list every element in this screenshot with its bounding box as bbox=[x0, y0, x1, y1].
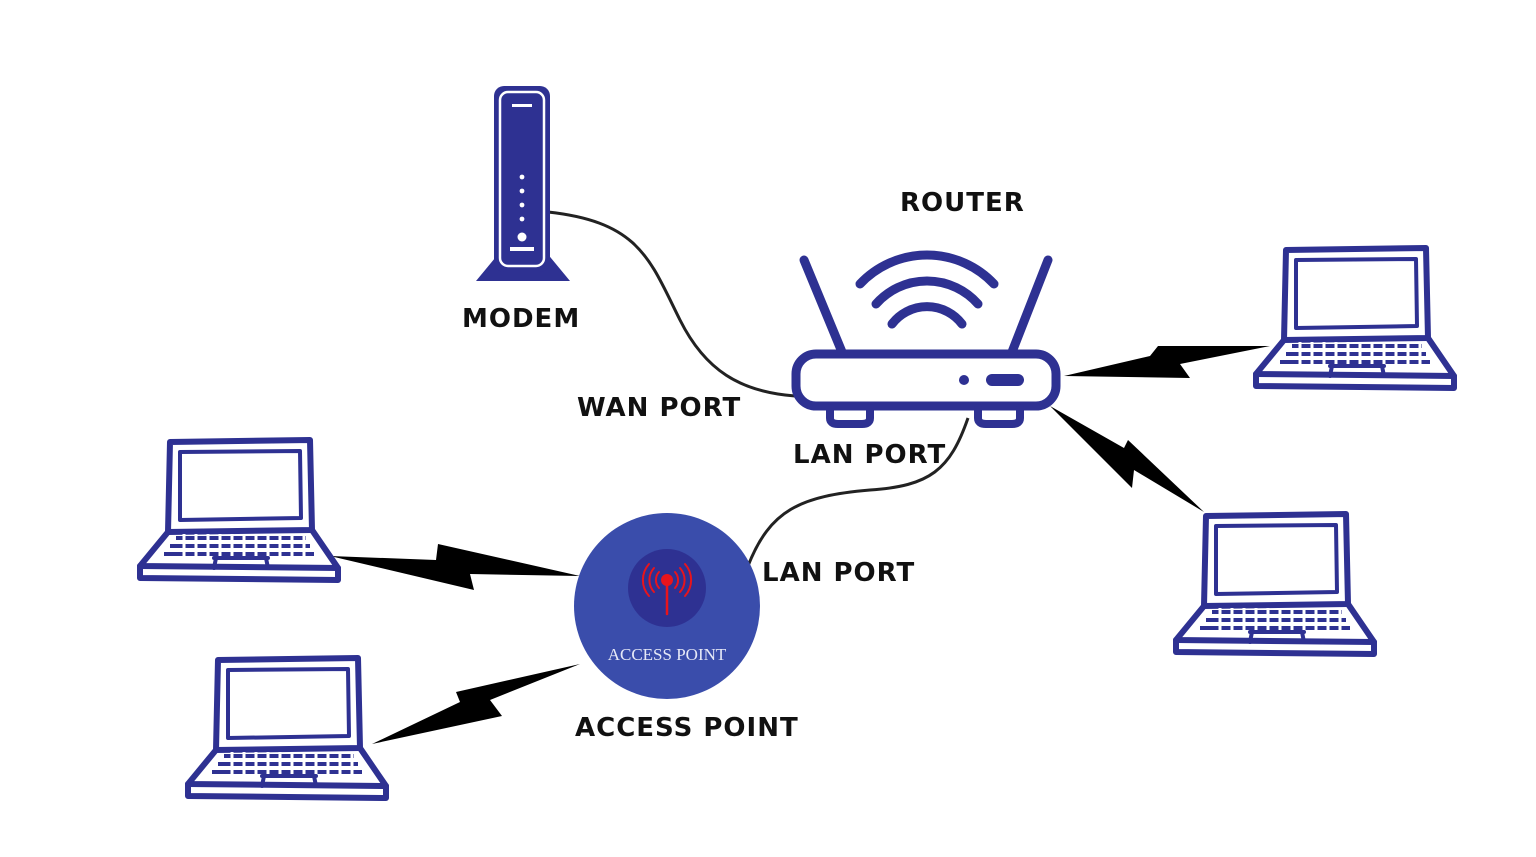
access-point-badge-text: ACCESS POINT bbox=[608, 645, 727, 664]
wireless-bolt-router-laptop2 bbox=[1050, 406, 1204, 512]
access-point-label: ACCESS POINT bbox=[575, 713, 799, 743]
wan-port-label: WAN PORT bbox=[577, 393, 741, 423]
access-point-icon[interactable]: ACCESS POINT bbox=[574, 513, 760, 699]
router-lan-port-label: LAN PORT bbox=[793, 440, 946, 470]
wireless-bolt-ap-laptop4 bbox=[372, 664, 580, 744]
cable-router-ap bbox=[746, 417, 970, 567]
wireless-bolt-router-laptop1 bbox=[1064, 346, 1270, 378]
modem-label: MODEM bbox=[462, 304, 580, 334]
cable-modem-router bbox=[547, 210, 796, 398]
laptop-icon[interactable] bbox=[1176, 514, 1374, 654]
signal-icon bbox=[641, 563, 693, 616]
ap-lan-port-label: LAN PORT bbox=[762, 558, 915, 588]
laptop-icon[interactable] bbox=[188, 658, 386, 798]
laptop-icon[interactable] bbox=[140, 440, 338, 580]
laptop-icon[interactable] bbox=[1256, 248, 1454, 388]
router-icon[interactable] bbox=[791, 250, 1061, 428]
modem-icon[interactable] bbox=[476, 86, 570, 281]
router-label: ROUTER bbox=[900, 188, 1025, 218]
wireless-bolt-ap-laptop3 bbox=[330, 544, 580, 590]
